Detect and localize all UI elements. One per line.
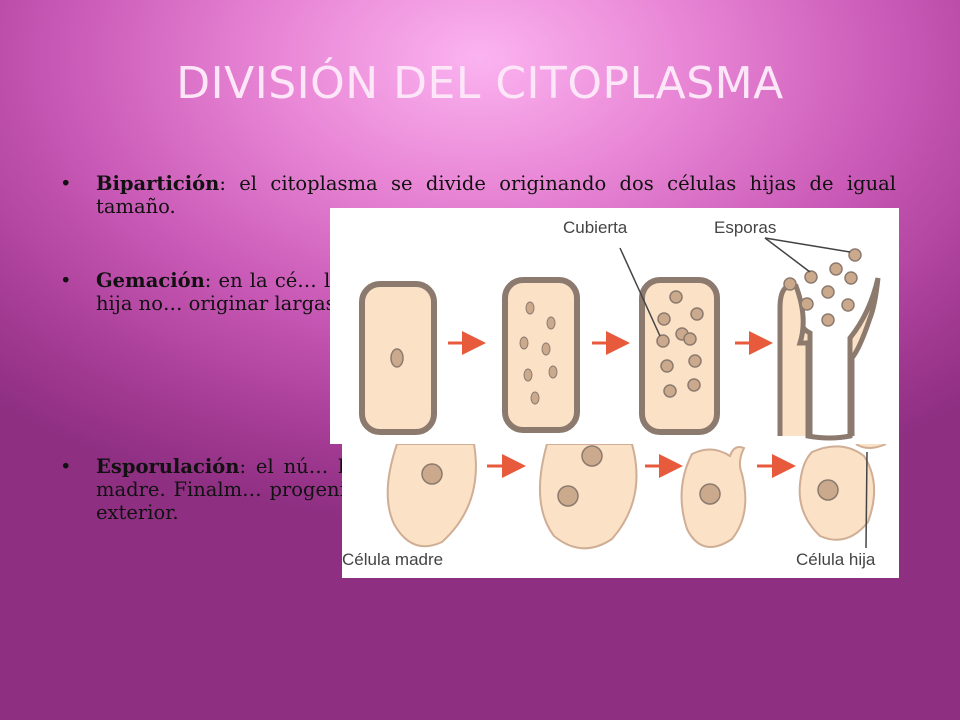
budding-stage-4 [798, 444, 887, 549]
label-cubierta: Cubierta [563, 218, 628, 237]
budding-stage-3 [680, 446, 747, 548]
cell-stage-4 [764, 237, 881, 441]
budding-stage-2 [538, 444, 638, 550]
budding-panel: Célula madre Célula hija [342, 444, 899, 578]
cell-stage-1 [359, 281, 437, 435]
bullet-term: Gemación [96, 269, 205, 292]
cell-stage-2 [502, 277, 580, 433]
label-celula-madre: Célula madre [342, 550, 444, 569]
bullet-marker: • [60, 269, 72, 292]
cell-division-figure: Cubierta Esporas [330, 208, 899, 578]
label-esporas: Esporas [714, 218, 777, 237]
bullet-marker: • [60, 172, 72, 195]
budding-stage-1 [386, 444, 477, 548]
slide-title: DIVISIÓN DEL CITOPLASMA [176, 58, 784, 109]
sporulation-panel: Cubierta Esporas [330, 208, 899, 444]
bullet-biparticion: • Bipartición: el citoplasma se divide o… [60, 172, 896, 218]
label-celula-hija: Célula hija [796, 550, 876, 569]
bullet-body: : el citoplasma se divide originando dos… [96, 172, 896, 218]
bullet-text: Bipartición: el citoplasma se divide ori… [96, 172, 896, 218]
bullet-term: Bipartición [96, 172, 220, 195]
bullet-marker: • [60, 455, 72, 478]
cell-stage-3 [619, 247, 720, 435]
bullet-term: Esporulación [96, 455, 240, 478]
